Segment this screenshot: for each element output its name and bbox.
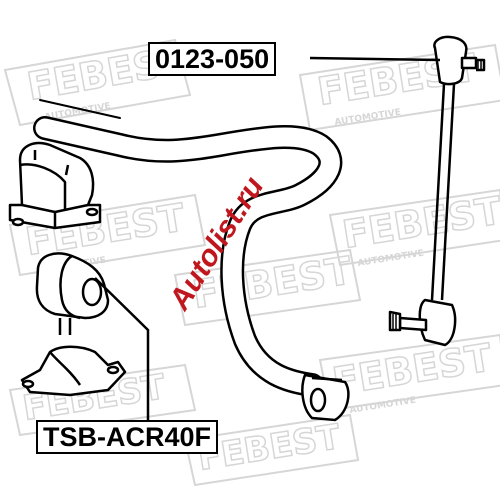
part-label-stabilizer-link: 0123-050 (148, 42, 277, 76)
stabilizer-link (388, 35, 486, 347)
watermark-sub-2: AUTOMOTIVE (334, 108, 402, 128)
stabilizer-bar (33, 99, 343, 397)
leader-lines (94, 56, 441, 425)
watermark-tile: FEBEST AUTOMOTIVE (328, 188, 500, 269)
stabilizer-bushing (35, 252, 110, 335)
bushing-bracket (8, 141, 102, 230)
watermark-brand-5: FEBEST (340, 188, 500, 257)
leader-line-link (309, 56, 441, 62)
part-label-stabilizer-bushing: TSB-ACR40F (36, 420, 219, 454)
bar-end-bushing (301, 373, 350, 422)
leader-line-bushing (94, 277, 150, 425)
lower-bracket (20, 345, 127, 397)
watermark-brand-6: FEBEST (330, 335, 495, 404)
